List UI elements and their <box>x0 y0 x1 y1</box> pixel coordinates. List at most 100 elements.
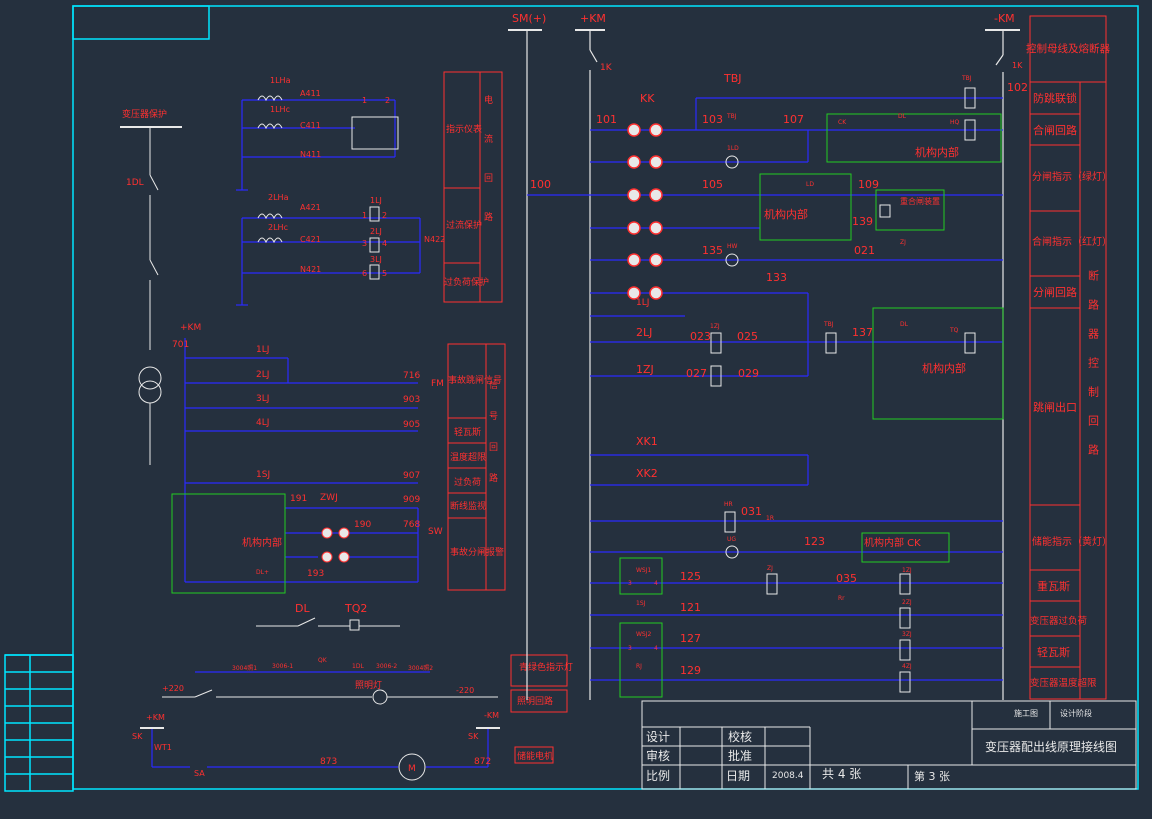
sw-label: SW <box>428 527 443 537</box>
contact-label: HW <box>727 243 738 250</box>
right-table-row: 跳闸出口 <box>1033 400 1077 414</box>
supply-label: +KM <box>180 323 201 333</box>
node-label: 127 <box>680 632 701 645</box>
lamp-wire-label: 1DL <box>352 663 364 670</box>
meter-pin: 1 <box>362 96 367 105</box>
ct-label: 1LHc <box>270 105 290 114</box>
switch-label: 1K <box>600 63 613 73</box>
right-table-row: 合闸指示（红灯） <box>1032 235 1112 248</box>
ct-label: 2LHc <box>268 223 288 232</box>
current-table-row: 指示仪表 <box>446 123 482 135</box>
supply-label: -KM <box>484 711 499 720</box>
right-table-row: 合闸回路 <box>1033 123 1077 137</box>
pin-label: 4 <box>654 580 658 587</box>
box-label: 储能电机 <box>517 750 553 762</box>
relay-name: 3LJ <box>370 255 382 264</box>
right-table-row: 储能指示（黄灯） <box>1032 535 1112 548</box>
signal-lamps <box>321 527 350 563</box>
pin-label: 3 <box>628 580 632 587</box>
bottom-left-blue <box>140 671 500 768</box>
node-label: 139 <box>852 215 873 228</box>
voltage-label: -220 <box>456 686 474 695</box>
node-label: 107 <box>783 113 804 126</box>
mech-label: 机构内部 <box>764 207 808 221</box>
mech-label: 机构内部 <box>242 536 282 549</box>
voltage-label: +220 <box>162 684 184 693</box>
contact-label: 4LJ <box>256 418 269 428</box>
contact-label: 1SJ <box>256 470 270 480</box>
drawing-frame <box>4 5 1139 792</box>
node-label: 873 <box>320 757 337 767</box>
node-label: 105 <box>702 178 723 191</box>
switch-label: SA <box>194 769 205 778</box>
motor-label: M <box>408 764 416 774</box>
node-label: 103 <box>702 113 723 126</box>
stage-label-2: 设计阶段 <box>1060 708 1092 718</box>
signal-mech-box <box>171 493 286 594</box>
contact-label: DL <box>898 113 907 120</box>
current-table-row: 过负荷保护 <box>444 276 489 288</box>
mech-label: 机构内部 <box>922 361 966 375</box>
node-label: 100 <box>530 178 551 191</box>
ct-label: 2LHa <box>268 193 289 202</box>
node-label: 121 <box>680 601 701 614</box>
bottom-left-boxes <box>510 654 568 764</box>
node-label: 135 <box>702 244 723 257</box>
field-label: 批准 <box>728 748 752 763</box>
contact-label: UG <box>727 536 736 543</box>
relay-name: 1LJ <box>370 196 382 205</box>
node-label: 035 <box>836 572 857 585</box>
contact-label: 1SJ <box>636 600 646 607</box>
contact-label: TQ <box>949 327 959 334</box>
relay-pin: 1 <box>362 211 367 220</box>
node-label: 193 <box>307 569 324 579</box>
node-label: 027 <box>686 367 707 380</box>
node-label: 102 <box>1007 81 1028 94</box>
signal-table-row: 断线监视 <box>450 500 486 512</box>
contact-label: 1R <box>766 515 774 522</box>
bus-label: SM(+) <box>512 12 546 25</box>
node-label: 125 <box>680 570 701 583</box>
lamp-wire-label: 3004照1 <box>232 665 257 672</box>
box-label: 青绿色指示灯 <box>519 661 573 673</box>
control-wires <box>527 97 1003 681</box>
relay-pin: 5 <box>382 269 387 278</box>
lamp-label: 照明灯 <box>355 680 382 691</box>
mech-boxes <box>619 113 1004 698</box>
field-label: 比例 <box>646 769 670 783</box>
signal-table-row: 轻瓦斯 <box>454 426 481 438</box>
signal-table-row: 事故跳闸信号 <box>448 374 502 386</box>
signal-text: +KM 701 1LJ 2LJ 3LJ 4LJ 1SJ ZWJ 716 903 … <box>172 323 444 579</box>
contact-label: HR <box>724 501 733 508</box>
node-label: 023 <box>690 330 711 343</box>
bottom-left-text: DL TQ2 照明灯 +220 -220 +KM -KM SK SK WT1 S… <box>132 602 499 778</box>
right-table-vertical: 断路器控制回路 <box>1087 269 1100 473</box>
field-label: 设计 <box>646 730 670 744</box>
node-label: 191 <box>290 494 307 504</box>
node-label: 025 <box>737 330 758 343</box>
contact-label: 4ZJ <box>902 663 912 670</box>
right-table-row: 分闸回路 <box>1033 286 1077 299</box>
control-text: SM(+) +KM -KM 1K 1K KK 101 100 103 105 1… <box>512 12 1028 677</box>
right-table-row: 重瓦斯 <box>1037 579 1070 593</box>
terminal-label: N422 <box>424 235 445 244</box>
field-label: 日期 <box>726 769 750 783</box>
title-block-text: 施工图 设计阶段 变压器配出线原理接线图 设计 校核 审核 批准 比例 日期 2… <box>646 708 1117 783</box>
lamp-wire-label: 3006-2 <box>376 663 397 670</box>
contact-label: ZJ <box>767 565 773 572</box>
node-label: 031 <box>741 505 762 518</box>
contact-label: 3LJ <box>256 394 269 404</box>
right-table-row: 变压器温度超限 <box>1030 677 1097 689</box>
contact-label: DL <box>900 321 909 328</box>
terminal-label: C411 <box>300 121 321 130</box>
contact-label: 1LJ <box>256 345 269 355</box>
kk-contacts <box>627 123 663 300</box>
right-table-text: 控制母线及熔断器 防跳联锁 合闸回路 分闸指示（绿灯） 合闸指示（红灯） 分闸回… <box>1026 42 1112 689</box>
kk-label: KK <box>640 92 655 105</box>
field-label: 审核 <box>646 748 670 763</box>
dl-label: DL <box>295 602 310 615</box>
contact-label: 1ZJ <box>902 567 912 574</box>
node-label: 872 <box>474 757 491 767</box>
field-label: 校核 <box>728 729 752 744</box>
